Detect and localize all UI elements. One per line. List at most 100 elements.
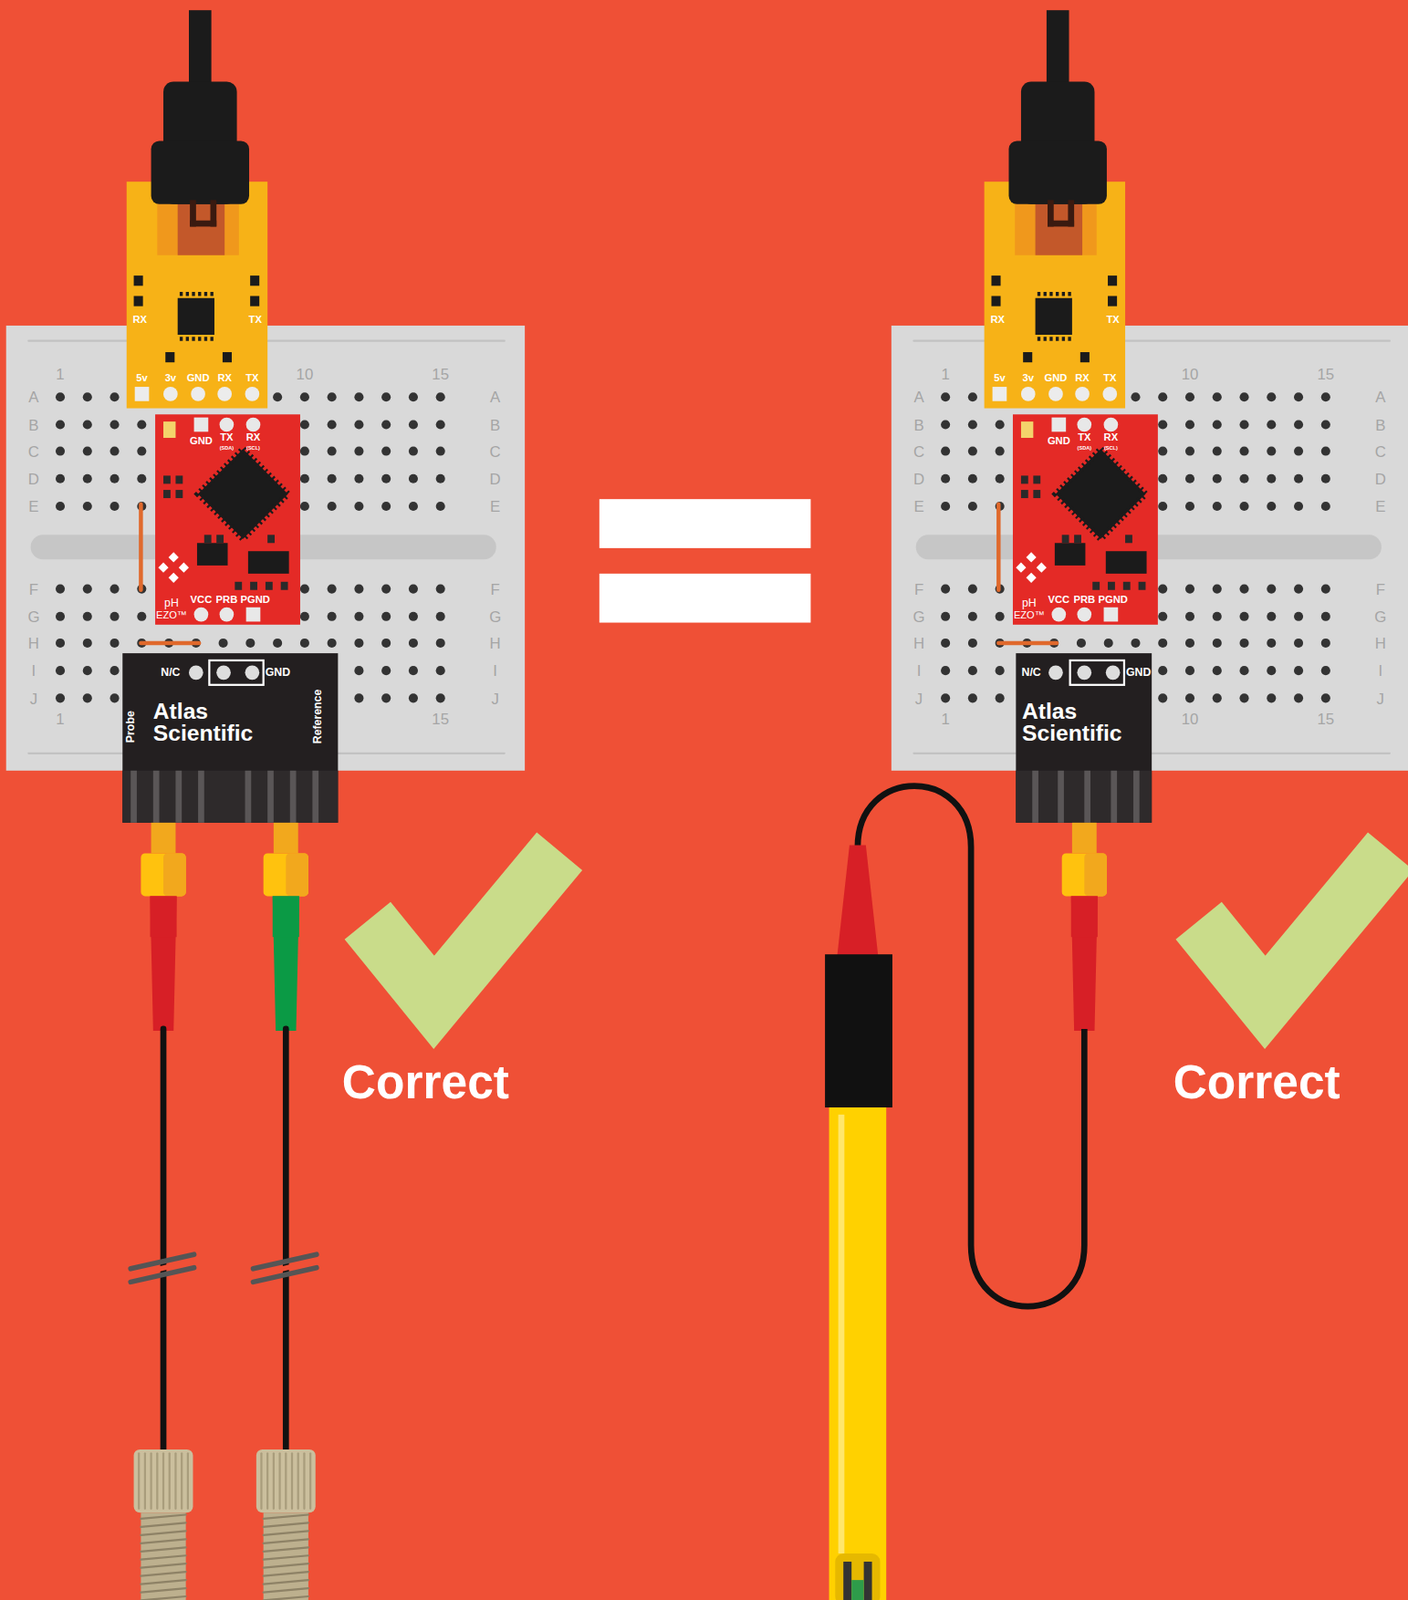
dot (272, 638, 282, 648)
pin-label: TX (1077, 432, 1091, 443)
grid-label: C (1375, 443, 1387, 459)
shape (245, 771, 252, 824)
dot (245, 638, 255, 648)
pin-label: PRB (216, 594, 239, 605)
dot (940, 584, 950, 595)
shape (191, 292, 195, 296)
shape (1032, 475, 1041, 484)
status-text: Correct (342, 1058, 510, 1106)
dot (327, 638, 337, 648)
dot (1105, 666, 1121, 681)
dot (436, 666, 446, 676)
bnc-connector (252, 1029, 316, 1600)
shape (175, 490, 183, 499)
dot (55, 693, 65, 703)
dot (1293, 612, 1304, 622)
dot (1048, 386, 1064, 402)
dot (436, 638, 446, 648)
dot (1157, 419, 1168, 429)
shape (834, 1554, 880, 1600)
dot (436, 474, 446, 484)
dot (1321, 666, 1331, 676)
bnc-connector (130, 1029, 194, 1600)
grid-label: B (913, 417, 924, 433)
dot (995, 447, 1005, 457)
shape (1110, 771, 1117, 824)
dot (968, 612, 978, 622)
dot (83, 419, 93, 429)
dot (300, 474, 310, 484)
dot (1157, 447, 1168, 457)
shape (824, 954, 893, 1108)
pin-label: GND (189, 436, 213, 447)
pin-label: 5v (993, 374, 1005, 385)
dot (1266, 612, 1276, 622)
grid-label: 1 (940, 365, 950, 382)
dot (110, 392, 120, 402)
shape (250, 275, 260, 286)
grid-label: E (490, 499, 501, 515)
grid-label: H (913, 636, 925, 652)
shape (838, 1115, 845, 1555)
shape (1046, 10, 1070, 93)
dot (1074, 386, 1090, 402)
dot (381, 584, 391, 595)
logo (1026, 573, 1037, 584)
grid-label: 15 (431, 710, 449, 727)
thread (140, 1596, 186, 1600)
dot (1321, 447, 1331, 457)
shape (1062, 534, 1070, 543)
dot (1157, 392, 1168, 402)
dot (1293, 419, 1304, 429)
pin-label: VCC (1048, 594, 1071, 605)
shape (191, 336, 195, 341)
dot (1293, 392, 1304, 402)
grid-label: I (492, 663, 498, 679)
shape (186, 336, 189, 341)
grid-label: 10 (1181, 710, 1200, 727)
shape (1107, 275, 1117, 286)
shape (1104, 607, 1119, 623)
pin-label: RX (1074, 374, 1090, 385)
shape (864, 1562, 873, 1600)
isolator-board (1015, 653, 1152, 824)
dot (1212, 666, 1222, 676)
cable-sleeve (149, 896, 177, 1032)
dot (1051, 607, 1066, 623)
shape (1067, 292, 1071, 296)
dot (1321, 638, 1331, 648)
dot (381, 419, 391, 429)
shape (135, 386, 150, 402)
shape (151, 140, 250, 204)
shape (122, 653, 338, 824)
shape (1057, 771, 1064, 824)
shape (1123, 582, 1131, 591)
shape (177, 298, 215, 335)
dot (354, 612, 364, 622)
dot (1212, 501, 1222, 512)
thread (140, 1564, 186, 1568)
check-mark (367, 851, 560, 1003)
shape (153, 771, 160, 824)
dot (110, 666, 120, 676)
dot (1293, 474, 1304, 484)
cable (160, 1029, 167, 1456)
shape (256, 1449, 316, 1513)
shape (1032, 490, 1041, 499)
shape (263, 853, 309, 897)
logo (168, 573, 179, 584)
dot (83, 392, 93, 402)
dot (216, 666, 231, 681)
dot (408, 612, 418, 622)
thread (263, 1547, 309, 1552)
dot (1212, 392, 1222, 402)
dot (354, 419, 364, 429)
grid-label: 1 (55, 365, 64, 382)
pin-label: TX (249, 314, 262, 325)
shape (1021, 490, 1029, 499)
dot (408, 447, 418, 457)
dot (1239, 584, 1249, 595)
thread (140, 1539, 186, 1544)
shape (1107, 295, 1117, 306)
dot (1321, 693, 1331, 703)
